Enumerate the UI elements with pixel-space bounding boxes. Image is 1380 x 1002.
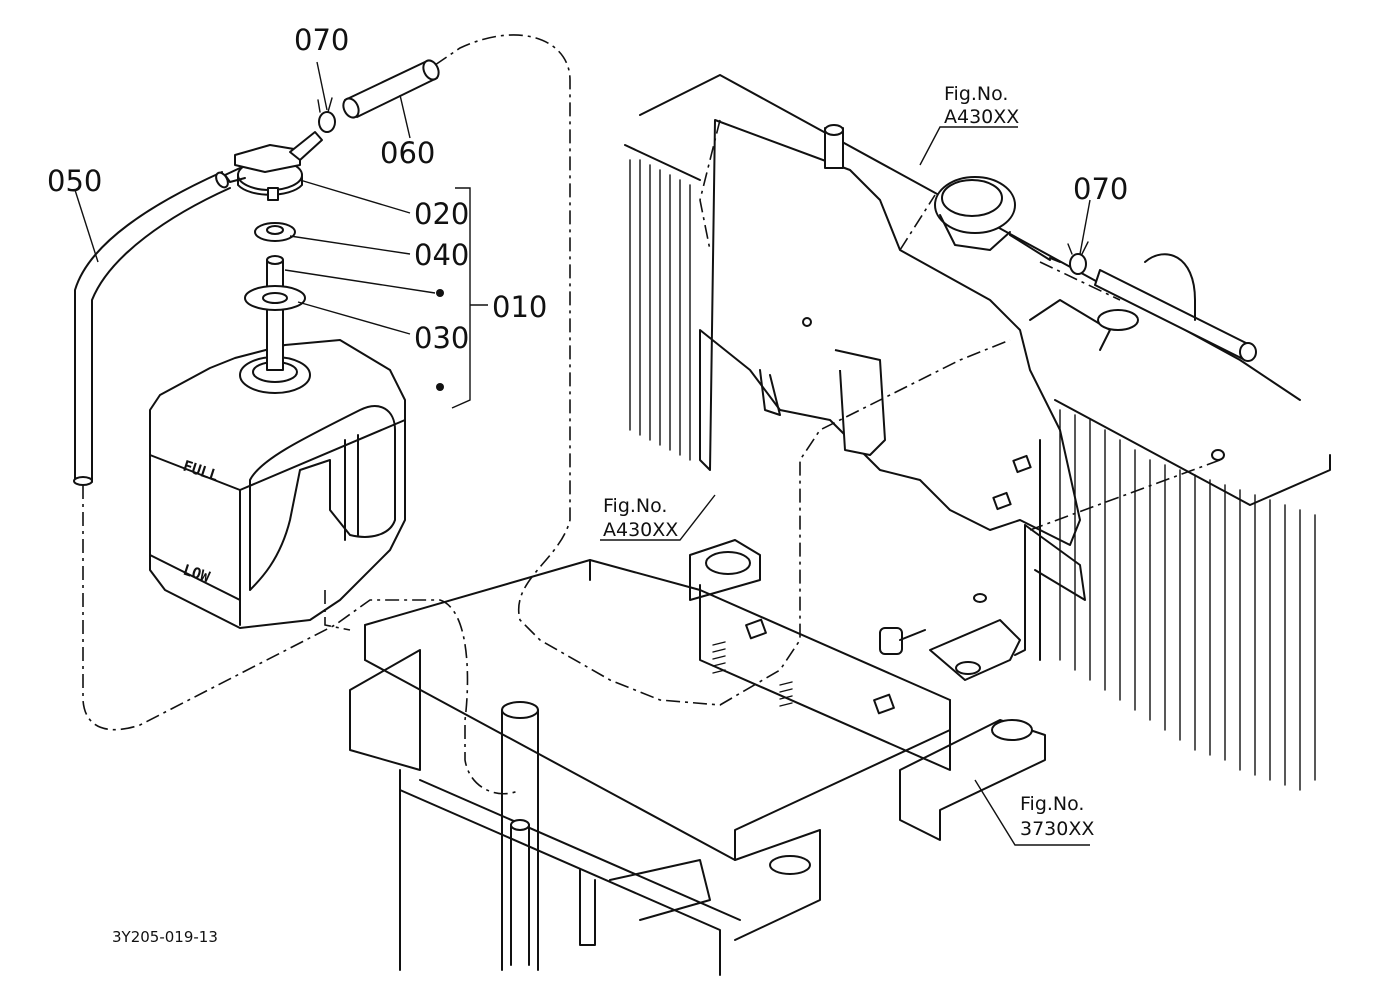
figure-references: Fig.No. A430XX Fig.No. A430XX Fig.No. 37… bbox=[603, 83, 1094, 840]
part-label-060: 060 bbox=[380, 136, 435, 170]
fig-ref-bottom-line1: Fig.No. bbox=[1020, 793, 1084, 815]
fig-ref-top-line2: A430XX bbox=[944, 106, 1019, 128]
part-label-040: 040 bbox=[414, 238, 469, 272]
reserve-tank: FULL LOW bbox=[149, 339, 406, 629]
bullet-dot bbox=[436, 383, 444, 391]
part-label-050: 050 bbox=[47, 164, 102, 198]
diagram-code: 3Y205-019-13 bbox=[112, 928, 218, 946]
part-label-010: 010 bbox=[492, 290, 547, 324]
part-label-070-right: 070 bbox=[1073, 172, 1128, 206]
leader-lines bbox=[74, 61, 1091, 846]
fig-ref-top-line1: Fig.No. bbox=[944, 83, 1008, 105]
tank-cap-parts bbox=[224, 131, 323, 371]
part-label-020: 020 bbox=[414, 197, 469, 231]
radiator-assembly bbox=[624, 74, 1331, 791]
part-label-030: 030 bbox=[414, 321, 469, 355]
chassis-frame bbox=[349, 539, 1046, 976]
fig-ref-mid-line1: Fig.No. bbox=[603, 495, 667, 517]
part-labels: 070 060 050 020 040 030 010 070 bbox=[47, 23, 1128, 355]
part-label-070-top: 070 bbox=[294, 23, 349, 57]
fig-ref-mid-line2: A430XX bbox=[603, 519, 678, 541]
phantom-lines bbox=[82, 34, 1221, 795]
fig-ref-bottom-line2: 3730XX bbox=[1020, 818, 1094, 840]
bullet-dot bbox=[436, 289, 444, 297]
